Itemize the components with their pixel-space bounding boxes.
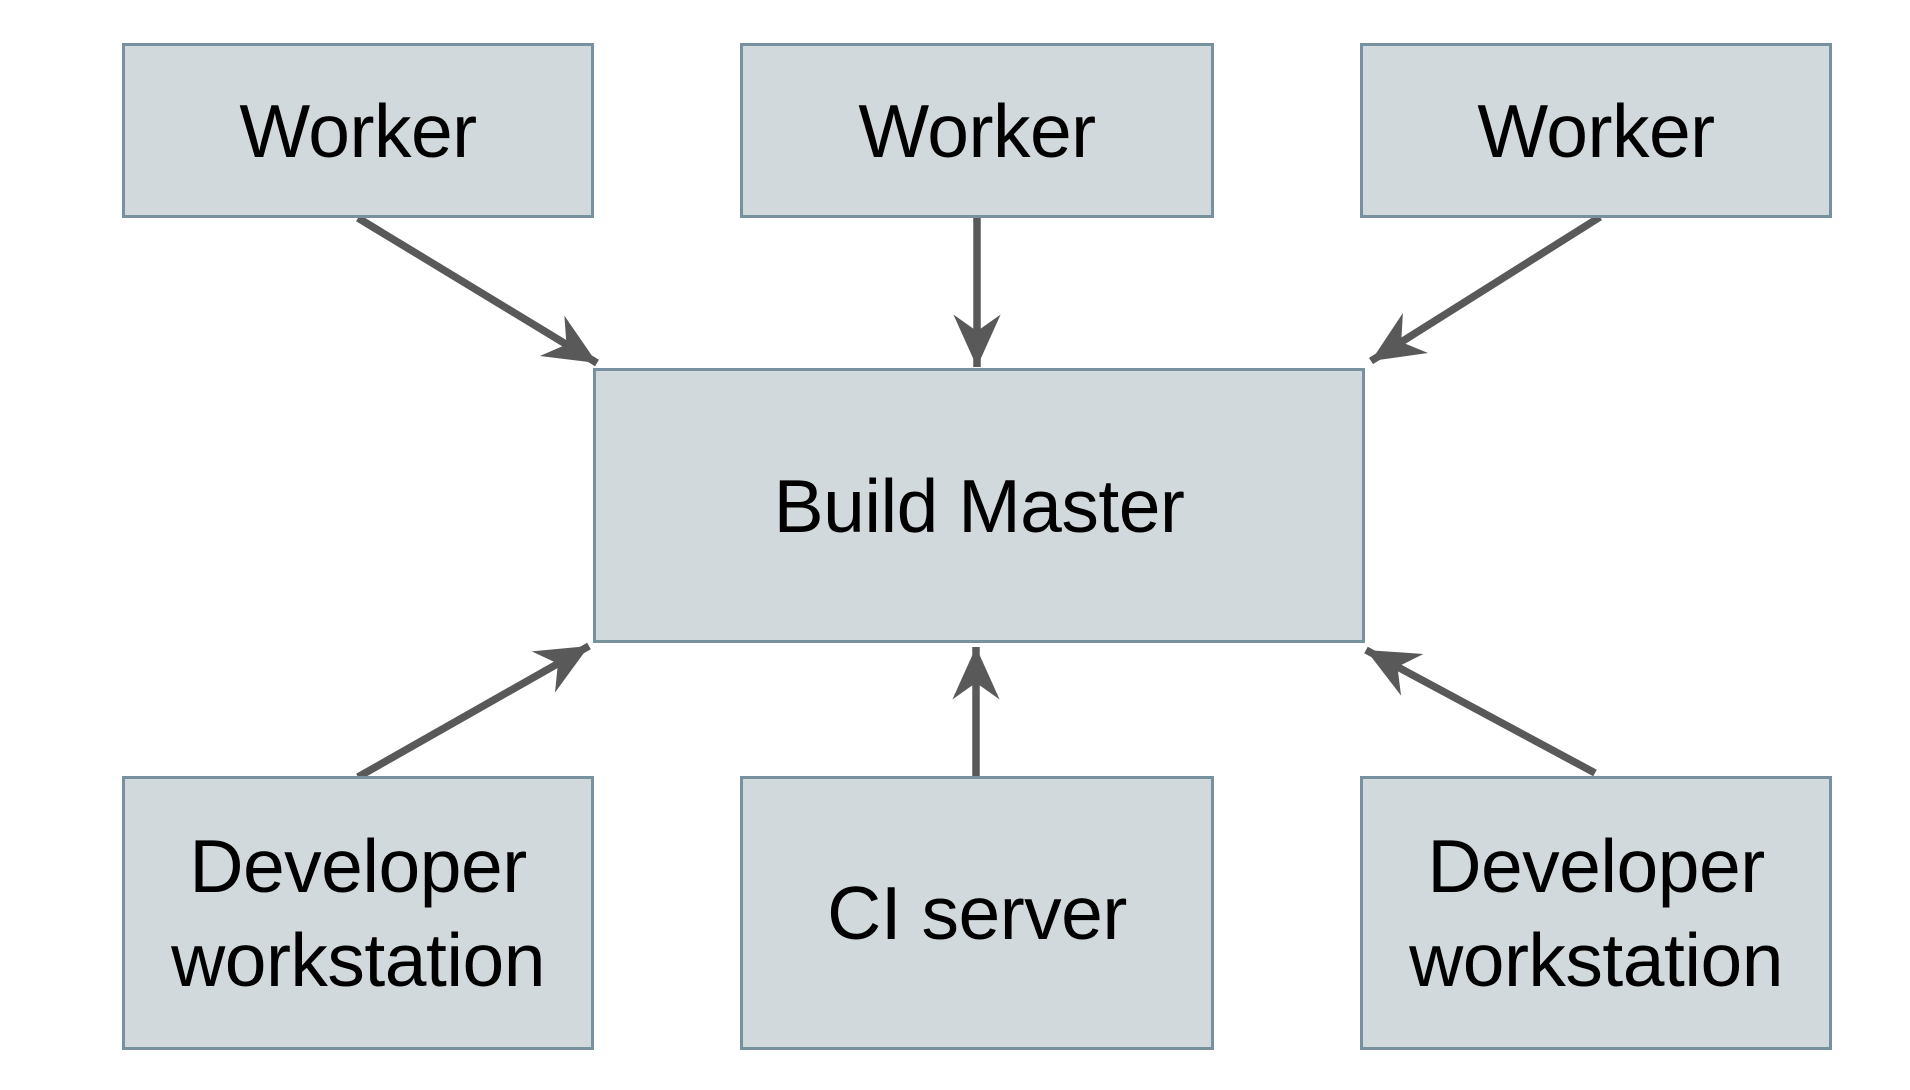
arrow-developer-workstation-1-to-build-master <box>356 642 591 781</box>
arrow-worker-3-to-build-master <box>1369 213 1602 365</box>
node-worker-3: Worker <box>1360 43 1832 218</box>
node-worker-3-label: Worker <box>1477 88 1715 173</box>
node-build-master: Build Master <box>593 368 1365 643</box>
node-worker-1: Worker <box>122 43 594 218</box>
node-ci-server: CI server <box>740 776 1214 1050</box>
node-ci-server-label: CI server <box>827 871 1127 955</box>
node-developer-workstation-2-label: Developer workstation <box>1409 824 1783 1002</box>
node-build-master-label: Build Master <box>773 463 1185 548</box>
node-developer-workstation-1-label: Developer workstation <box>171 824 545 1002</box>
node-developer-workstation-2: Developer workstation <box>1360 776 1832 1050</box>
node-worker-2-label: Worker <box>858 88 1096 173</box>
arrow-worker-1-to-build-master <box>356 214 599 367</box>
node-worker-1-label: Worker <box>239 88 477 173</box>
node-worker-2: Worker <box>740 43 1214 218</box>
arrow-developer-workstation-2-to-build-master <box>1364 646 1597 777</box>
node-developer-workstation-1: Developer workstation <box>122 776 594 1050</box>
